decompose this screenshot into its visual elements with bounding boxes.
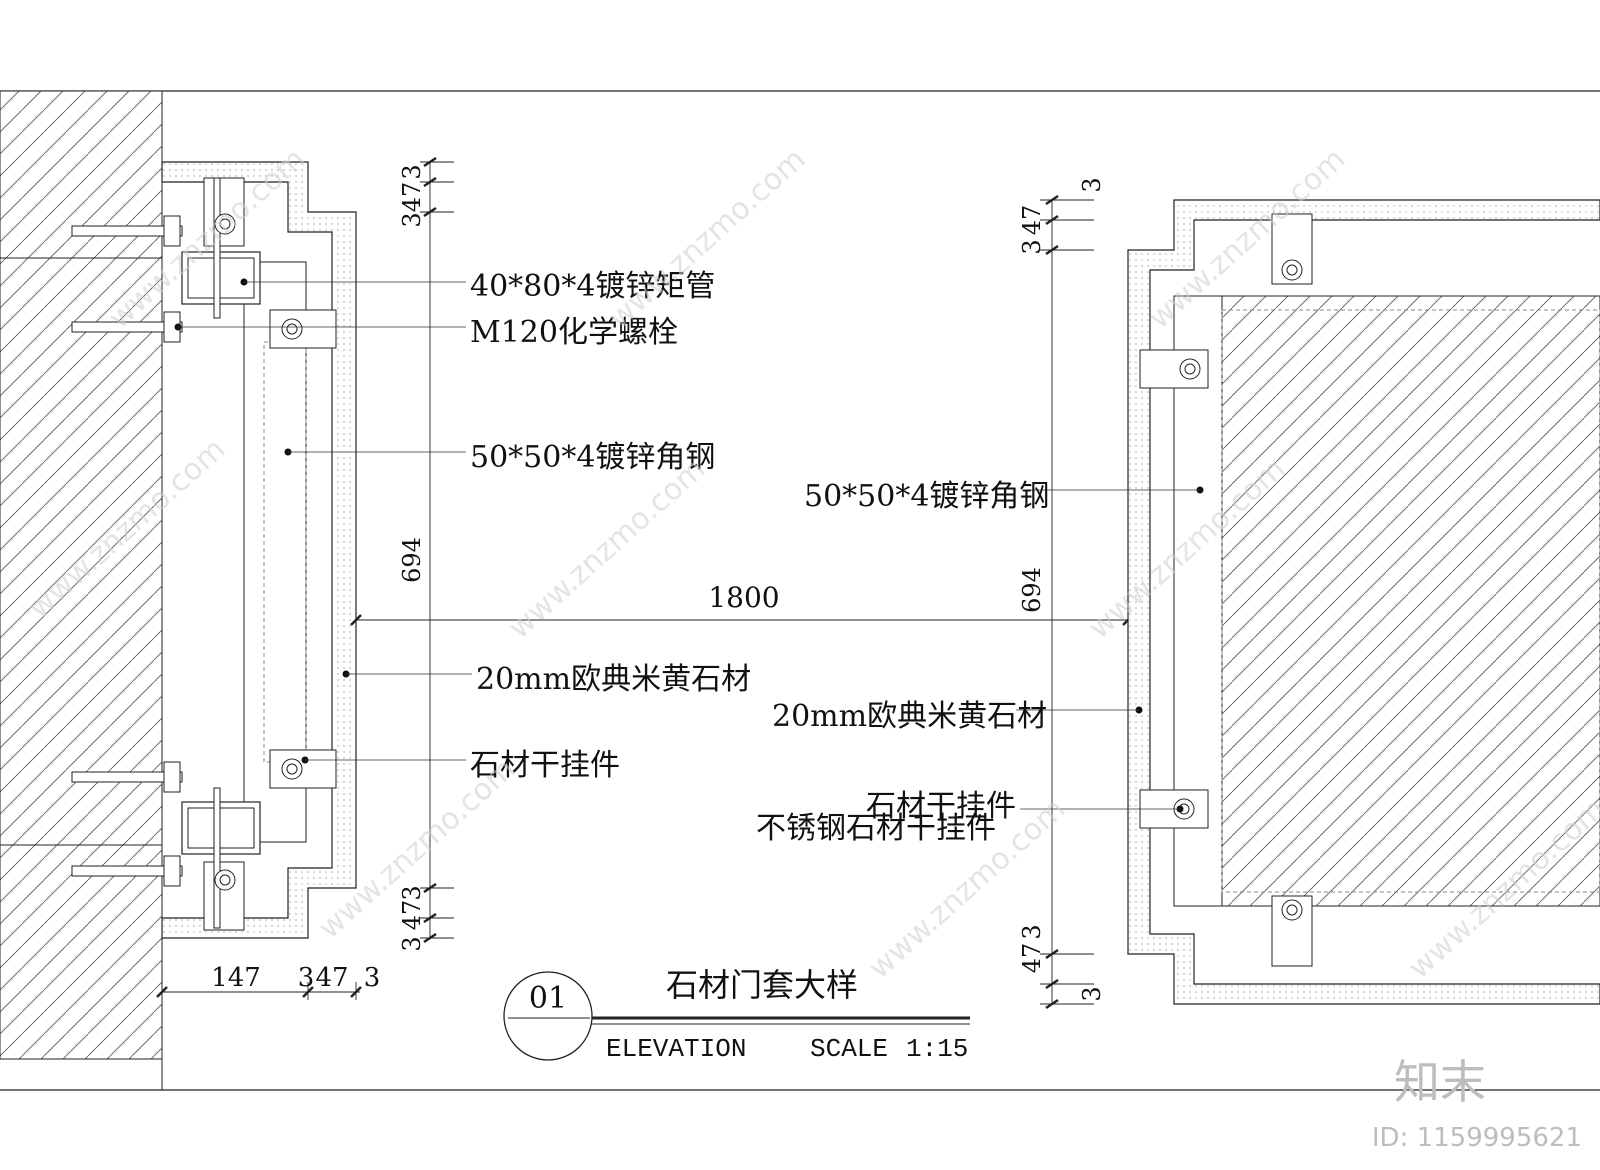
svg-text:3: 3	[1078, 986, 1106, 1001]
drawing-number-circle	[503, 971, 593, 1061]
overall-dimension	[350, 614, 1134, 626]
left-labels: 40*80*4镀锌矩管 M120化学螺栓 50*50*4镀锌角钢 20mm欧典米…	[470, 269, 751, 783]
svg-text:47: 47	[315, 963, 348, 993]
svg-text:47: 47	[1018, 205, 1046, 236]
left-detail	[0, 90, 472, 1060]
svg-text:3: 3	[398, 936, 426, 951]
svg-text:47: 47	[398, 900, 426, 931]
svg-text:694: 694	[1018, 567, 1046, 613]
svg-text:3: 3	[298, 963, 315, 993]
image-id: ID: 1159995621	[1372, 1123, 1582, 1153]
left-hanger-top	[269, 309, 337, 349]
left-bottom-dims: 147 3 47 3	[211, 963, 380, 993]
label-ss-hanger: 不锈钢石材干挂件	[756, 811, 996, 846]
svg-text:47: 47	[398, 182, 426, 213]
label-hanger-right: 石材干挂件	[866, 789, 1016, 824]
left-vertical-dims: 3 47 3 694 3 47 3	[398, 164, 426, 951]
drawing-view: ELEVATION	[606, 1034, 746, 1064]
svg-text:3: 3	[1018, 924, 1046, 939]
right-stone-frame	[1127, 199, 1600, 1005]
right-detail	[1016, 194, 1600, 1010]
right-wall	[1221, 295, 1600, 907]
label-bolt: M120化学螺栓	[470, 315, 678, 350]
svg-text:3: 3	[398, 164, 426, 179]
label-tube: 40*80*4镀锌矩管	[470, 269, 715, 304]
left-rect-tube-top	[181, 251, 261, 305]
label-stone-left: 20mm欧典米黄石材	[476, 662, 751, 697]
right-labels: 50*50*4镀锌角钢 20mm欧典米黄石材 石材干挂件 不锈钢石材干挂件	[756, 479, 1049, 846]
left-rect-tube-bottom	[181, 801, 261, 855]
label-angle-left: 50*50*4镀锌角钢	[470, 440, 715, 475]
svg-text:3: 3	[1078, 177, 1106, 192]
label-stone-right: 20mm欧典米黄石材	[772, 699, 1047, 734]
label-hanger-left: 石材干挂件	[470, 748, 620, 783]
left-chemical-bolts	[71, 215, 183, 887]
right-vertical-dims: 3 47 3 694 3 47 3	[1018, 177, 1106, 1001]
scale-value: 1:15	[906, 1034, 968, 1064]
svg-text:3: 3	[1018, 239, 1046, 254]
svg-text:694: 694	[398, 537, 426, 583]
svg-text:3: 3	[398, 885, 426, 900]
drawing-title: 石材门套大样	[666, 966, 858, 1004]
label-angle-right: 50*50*4镀锌角钢	[804, 479, 1049, 514]
title-block: 01 石材门套大样 ELEVATION SCALE 1:15	[503, 966, 970, 1064]
svg-text:3: 3	[364, 963, 381, 993]
overall-dim-text: 1800	[708, 581, 779, 614]
svg-text:www.znzmo.com: www.znzmo.com	[602, 142, 812, 336]
svg-text:3: 3	[398, 212, 426, 227]
svg-text:www.znzmo.com: www.znzmo.com	[502, 452, 712, 646]
drawing-number: 01	[529, 981, 567, 1016]
svg-text:147: 147	[211, 963, 261, 993]
brand-logo: 知末	[1394, 1055, 1486, 1109]
left-hanger-bottom	[269, 749, 337, 789]
left-stone-frame	[161, 161, 357, 939]
left-wall	[0, 90, 163, 1060]
svg-text:47: 47	[1018, 943, 1046, 974]
scale-label: SCALE	[810, 1034, 888, 1064]
